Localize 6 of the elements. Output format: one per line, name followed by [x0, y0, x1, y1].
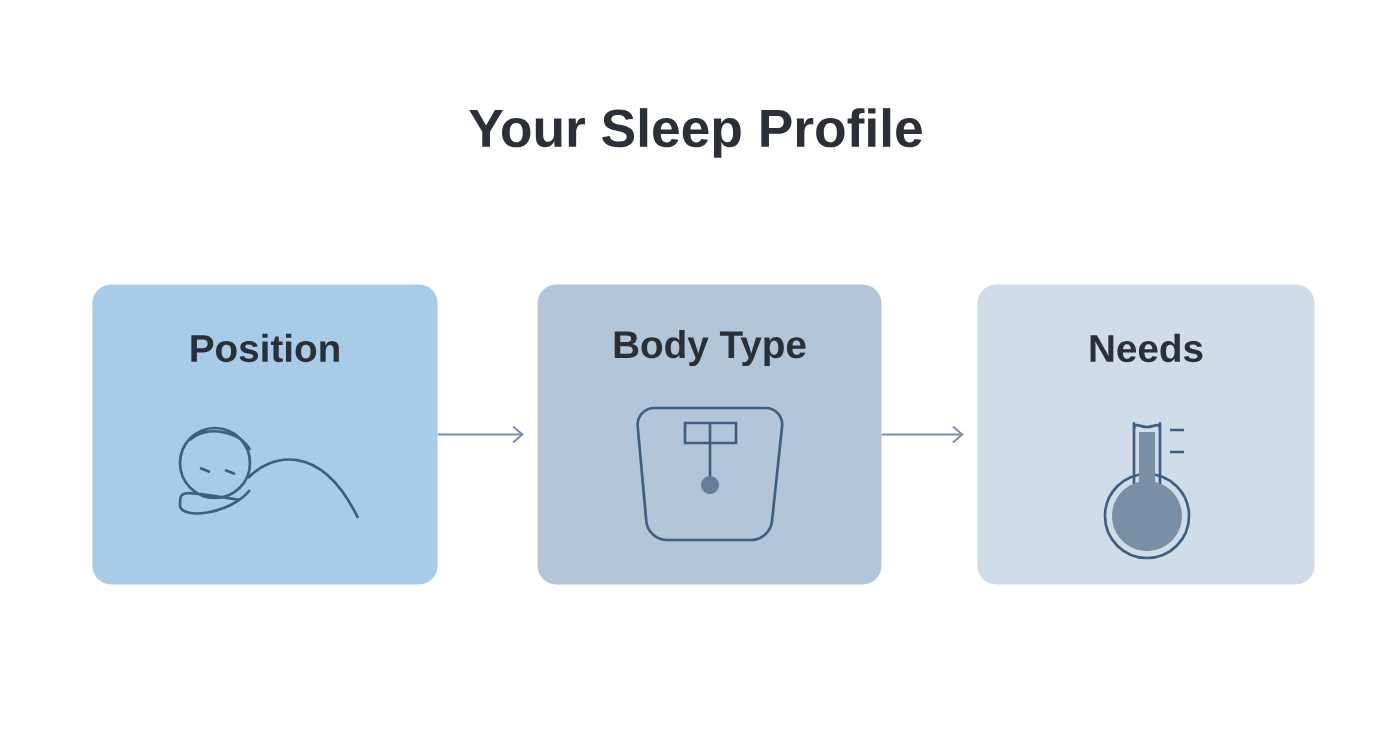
step-box: Body Type [537, 284, 882, 585]
arrow [436, 425, 524, 444]
arrow [880, 425, 964, 444]
step-box: Position [92, 284, 438, 585]
title: Your Sleep Profile [469, 108, 922, 158]
step-box: Needs [977, 284, 1315, 585]
